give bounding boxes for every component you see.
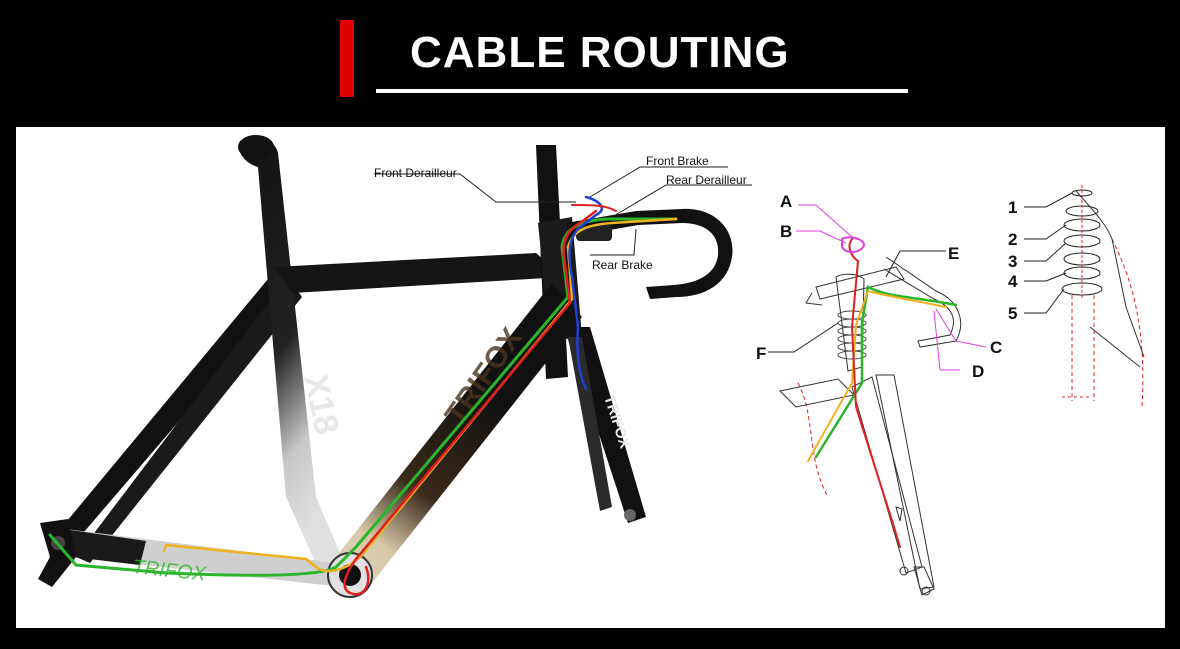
cockpit-detail xyxy=(778,256,962,596)
headset-leaders xyxy=(1024,192,1073,314)
page-title: CABLE ROUTING xyxy=(410,28,790,77)
headset-label-5: 5 xyxy=(1008,304,1017,323)
title-underline xyxy=(376,89,908,93)
headset-label-4: 4 xyxy=(1008,272,1018,291)
label-front-derailleur: Front Derailleur xyxy=(374,166,457,180)
headset-label-3: 3 xyxy=(1008,252,1017,271)
cockpit-label-e: E xyxy=(948,244,959,263)
headset-detail xyxy=(1061,185,1145,408)
cable-red xyxy=(343,209,598,596)
headset-label-2: 2 xyxy=(1008,230,1017,249)
frame-callouts xyxy=(374,166,752,256)
cockpit-label-c: C xyxy=(990,338,1002,357)
label-rear-brake: Rear Brake xyxy=(592,258,653,272)
cockpit-leaders xyxy=(768,204,987,371)
cable-lines xyxy=(48,195,678,596)
cockpit-label-a: A xyxy=(780,192,792,211)
seat-stay-right xyxy=(76,277,302,563)
cable-routing-diagram: X18 TRIFOX TRIFOX TRIFOX Front Derailleu… xyxy=(38,135,1145,598)
down-tube xyxy=(328,283,582,583)
seat-tube xyxy=(238,137,346,577)
title-accent-bar xyxy=(340,20,354,97)
headset-label-1: 1 xyxy=(1008,198,1017,217)
label-rear-derailleur: Rear Derailleur xyxy=(666,173,747,187)
fork-blade-left xyxy=(568,337,612,511)
cockpit-label-f: F xyxy=(756,344,766,363)
cable-yellow xyxy=(162,217,678,573)
cockpit-label-b: B xyxy=(780,222,792,241)
rear-dropout xyxy=(38,519,76,587)
label-front-brake: Front Brake xyxy=(646,154,709,168)
top-tube xyxy=(274,253,564,293)
header-bar: CABLE ROUTING xyxy=(0,0,1180,126)
cockpit-cables xyxy=(807,236,958,548)
seat-stay-left xyxy=(62,267,294,539)
bike-frame xyxy=(38,135,646,598)
diagram-panel: X18 TRIFOX TRIFOX TRIFOX Front Derailleu… xyxy=(16,127,1165,628)
cockpit-label-d: D xyxy=(972,362,984,381)
